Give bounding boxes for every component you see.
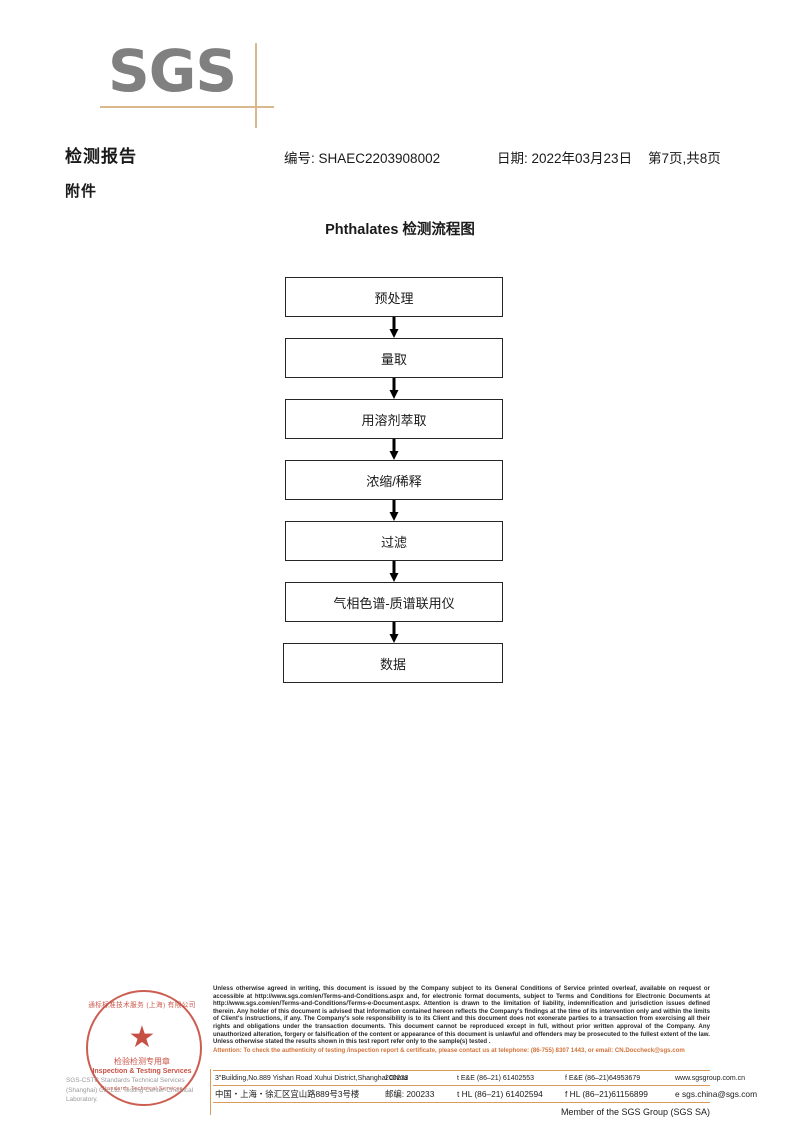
flow-box-solvent-extraction: 用溶剂萃取 [285,399,503,439]
seal-circle [86,990,202,1106]
flow-box-pretreatment: 预处理 [285,277,503,317]
flow-step: 用溶剂萃取 [285,399,505,439]
report-date: 日期: 2022年03月23日 [497,151,633,166]
legal-entity-watermark: SGS-CSTC Standards Technical Services (S… [66,1077,194,1103]
flow-step: 量取 [285,338,505,378]
address-row-english: 3"Building,No.889 Yishan Road Xuhui Dist… [215,1071,745,1086]
flow-step: 气相色谱-质谱联用仪 [285,582,505,622]
sgs-wordmark-text: SGS [108,37,237,105]
flow-box-concentration-dilution: 浓缩/稀释 [285,460,503,500]
flow-arrow-icon [285,439,503,460]
flow-box-filtration: 过滤 [285,521,503,561]
company-seal-stamp: 通标标准技术服务 (上海) 有限公司 ★ 检验检测专用章 Inspection … [86,990,202,1106]
logo-horizontal-rule [100,106,274,108]
legal-paragraph: Unless otherwise agreed in writing, this… [213,985,710,1046]
flow-step: 预处理 [285,277,505,317]
address-tel2-cn: f HL (86–21)61156899 [565,1088,648,1099]
attachment-label: 附件 [65,183,98,200]
footer-rule-top [213,1070,710,1071]
member-of-group-text: Member of the SGS Group (SGS SA) [560,1107,710,1117]
flow-arrow-icon [285,561,503,582]
flowchart-title: Phthalates 检测流程图 [325,222,475,238]
flow-arrow-icon [285,500,503,521]
seal-en-text: Inspection & Testing Services [92,1068,192,1075]
flow-step: 浓缩/稀释 [285,460,505,500]
flow-box-gcms: 气相色谱-质谱联用仪 [285,582,503,622]
page-footer: 通标标准技术服务 (上海) 有限公司 ★ 检验检测专用章 Inspection … [0,975,800,1131]
address-website: www.sgsgroup.com.cn [675,1075,746,1082]
footer-vertical-divider [210,1069,212,1115]
address-tel1-cn: t HL (86–21) 61402594 [457,1088,543,1099]
flow-step: 数据 [283,643,505,683]
flow-arrow-icon [285,378,503,399]
page-indicator: 第7页,共8页 [648,151,721,166]
address-row-chinese: 中国・上海・徐汇区宜山路889号3号楼 邮编: 200233 t HL (86–… [215,1086,757,1101]
address-tel2-en: f E&E (86–21)64953679 [565,1075,641,1082]
attention-notice: Attention: To check the authenticity of … [213,1046,685,1054]
seal-arc-bottom-text: Standards Technical Services [101,1086,183,1092]
flow-step: 过滤 [285,521,505,561]
star-icon: ★ [128,1021,156,1054]
seal-arc-top-text: 通标标准技术服务 (上海) 有限公司 [88,1002,196,1009]
flow-arrow-icon [285,622,503,643]
seal-cn-text: 检验检测专用章 [114,1057,170,1066]
address-street-cn: 中国・上海・徐汇区宜山路889号3号楼 [215,1088,360,1099]
address-street-en: 3"Building,No.889 Yishan Road Xuhui Dist… [215,1075,408,1082]
flow-box-weighing: 量取 [285,338,503,378]
footer-rule-bottom [213,1102,710,1103]
footer-rule-middle [213,1085,710,1086]
legal-terms-block: Unless otherwise agreed in writing, this… [213,985,710,1054]
logo-vertical-rule [255,43,257,128]
flow-box-data: 数据 [283,643,503,683]
address-postcode-en: 200233 [385,1075,409,1082]
page-title: 检测报告 [65,147,137,166]
address-postcode-cn: 邮编: 200233 [385,1088,435,1099]
address-email: e sgs.china@sgs.com [675,1088,758,1099]
address-tel1-en: t E&E (86–21) 61402553 [457,1075,535,1082]
report-number: 编号: SHAEC2203908002 [284,151,441,166]
sgs-logo: SGS [100,37,274,128]
flowchart: 预处理 量取 用溶剂萃取 浓缩/稀释 过滤 气相色谱-质谱联用仪 数据 [283,277,505,683]
flow-arrow-icon [285,317,503,338]
